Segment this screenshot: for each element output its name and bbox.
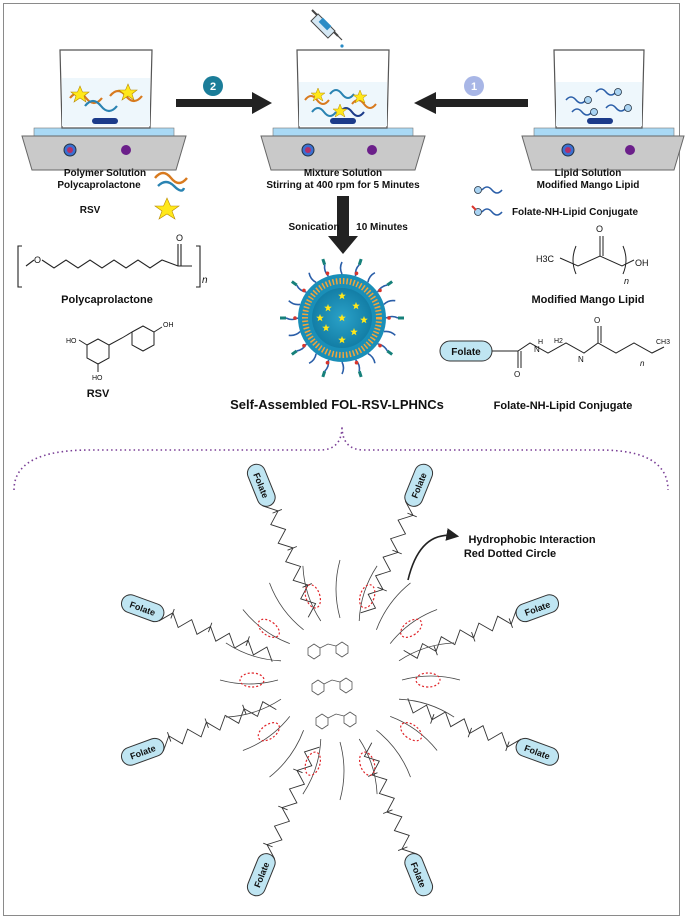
conjugate-icon — [471, 205, 503, 216]
conjugate-folate-tag: Folate — [451, 347, 481, 358]
syringe-icon — [310, 9, 343, 41]
step-2-badge: 2 — [210, 81, 216, 93]
hydrophobic-interaction-circle — [358, 584, 376, 609]
sonication-label: Sonication — [288, 222, 339, 233]
pcl-name: Polycaprolactone — [61, 294, 153, 306]
folate-tag: Folate — [120, 594, 165, 623]
nanoparticle — [280, 258, 404, 378]
svg-text:O: O — [34, 255, 41, 265]
svg-text:n: n — [640, 359, 645, 368]
svg-text:n: n — [202, 275, 208, 286]
polymer-icon — [154, 171, 188, 185]
svg-text:OH: OH — [635, 258, 649, 268]
rsv-molecule — [311, 677, 353, 696]
svg-text:HO: HO — [92, 375, 103, 382]
polymer-title: Polymer Solution — [64, 168, 146, 179]
hydrophobic-interaction-circle — [239, 672, 265, 688]
rsv-molecule — [307, 641, 349, 660]
rsv-molecule — [315, 711, 357, 730]
annotation-line2: Red Dotted Circle — [464, 548, 556, 560]
hydrophobic-interaction-circle — [304, 751, 322, 776]
rsv-structure — [78, 325, 163, 372]
arrow-step-2: 2 — [176, 76, 272, 114]
hydrophobic-interaction-circle — [400, 722, 423, 742]
arrow-step-1: 1 — [414, 76, 528, 114]
hydrophobic-interaction-circle — [304, 584, 322, 609]
svg-text:N: N — [534, 345, 540, 354]
mixture-beaker — [260, 49, 426, 171]
svg-text:HO: HO — [66, 338, 77, 345]
rsv-stars-left — [70, 83, 138, 103]
svg-text:CH3: CH3 — [656, 339, 670, 346]
hydrophobic-interaction-circle — [358, 751, 376, 776]
svg-text:OH: OH — [163, 322, 174, 329]
svg-text:H2: H2 — [554, 338, 563, 345]
pcl-structure — [17, 244, 201, 288]
conjugate-name: Folate-NH-Lipid Conjugate — [494, 400, 633, 412]
rsv-legend-label: RSV — [80, 205, 101, 216]
rsv-name: RSV — [87, 388, 110, 400]
duration-label: 10 Minutes — [356, 222, 408, 233]
annotation-line1: Hydrophobic Interaction — [468, 534, 595, 546]
mixture-title: Mixture Solution — [304, 168, 382, 179]
svg-text:O: O — [514, 370, 520, 379]
lipid-icon — [474, 186, 503, 194]
hydrophobic-interaction-circle — [400, 618, 423, 638]
svg-text:O: O — [176, 233, 183, 243]
svg-text:N: N — [578, 355, 584, 364]
conjugate-legend: Folate-NH-Lipid Conjugate — [512, 207, 639, 218]
conjugate-structure — [439, 326, 665, 368]
folate-tag: Folate — [120, 737, 165, 766]
svg-text:H3C: H3C — [536, 254, 555, 264]
lipid-subtitle: Modified Mango Lipid — [537, 180, 640, 191]
step-1-badge: 1 — [471, 81, 477, 93]
folate-tag: Folate — [404, 463, 434, 507]
product-label: Self-Assembled FOL-RSV-LPHNCs — [230, 397, 444, 412]
mixture-subtitle: Stirring at 400 rpm for 5 Minutes — [266, 180, 420, 191]
hydrophobic-interaction-circle — [415, 672, 441, 688]
folate-tag: Folate — [246, 853, 276, 897]
svg-text:O: O — [594, 316, 600, 325]
hydrophobic-interaction-circle — [257, 722, 280, 742]
svg-text:H: H — [538, 339, 543, 346]
folate-tag: Folate — [404, 853, 434, 897]
svg-text:n: n — [624, 276, 629, 286]
hydrophobic-interaction-circle — [257, 618, 280, 638]
zoom-brace — [13, 425, 669, 491]
folate-tag: Folate — [246, 463, 276, 507]
lipid-beaker — [521, 49, 685, 171]
folate-tag: Folate — [515, 594, 560, 623]
lipid-structure — [559, 236, 635, 275]
svg-text:O: O — [596, 224, 603, 234]
polymer-subtitle: Polycaprolactone — [57, 180, 141, 191]
rsv-star-icon — [154, 197, 180, 220]
lipid-name: Modified Mango Lipid — [531, 294, 644, 306]
polymer-beaker — [21, 49, 187, 171]
figure-frame — [3, 3, 680, 916]
lipid-title: Lipid Solution — [555, 168, 622, 179]
annotation-arrow — [407, 528, 460, 581]
sonication-arrow — [328, 196, 358, 254]
folate-tag: Folate — [515, 737, 560, 766]
